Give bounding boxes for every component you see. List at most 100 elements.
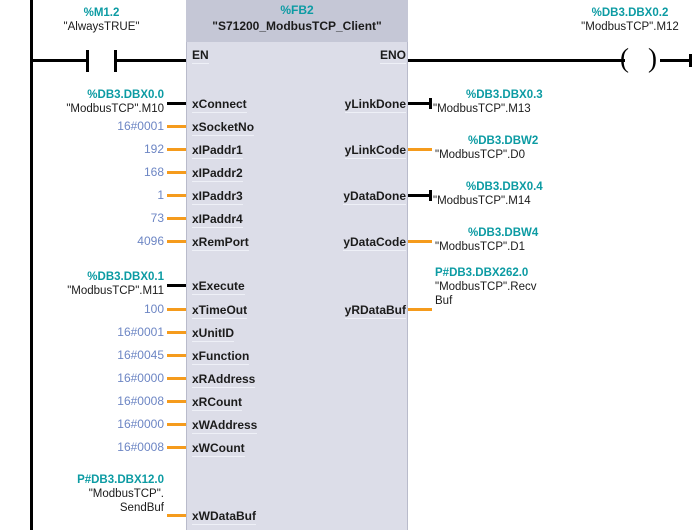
output-coil-left-paren[interactable]: ( bbox=[620, 43, 629, 73]
pin-en[interactable]: EN bbox=[192, 48, 209, 64]
pin-xwcount[interactable]: xWCount bbox=[192, 441, 245, 457]
wire-xipaddr2 bbox=[167, 171, 186, 174]
operand-xwcount[interactable]: 16#0008 bbox=[36, 440, 164, 454]
wire-yrdatabuf bbox=[408, 308, 432, 311]
operand-xexecute[interactable]: %DB3.DBX0.1 "ModbusTCP".M11 bbox=[36, 270, 164, 298]
wire-xremport bbox=[167, 240, 186, 243]
operand-ylinkcode[interactable]: %DB3.DBW2 "ModbusTCP".D0 bbox=[435, 134, 700, 162]
operand-ylinkdone-address: %DB3.DBX0.3 bbox=[466, 89, 543, 101]
operand-xconnect-symbol: "ModbusTCP".M10 bbox=[66, 103, 164, 115]
operand-yrdatabuf[interactable]: P#DB3.DBX262.0 "ModbusTCP".Recv Buf bbox=[435, 266, 700, 308]
operand-xwaddress[interactable]: 16#0000 bbox=[36, 417, 164, 431]
pin-xwdatabuf[interactable]: xWDataBuf bbox=[192, 509, 257, 525]
operand-xraddress-value: 16#0000 bbox=[117, 371, 164, 385]
operand-xtimeout[interactable]: 100 bbox=[36, 302, 164, 316]
operand-xipaddr4-value: 73 bbox=[150, 211, 164, 225]
operand-xwdatabuf-address: P#DB3.DBX12.0 bbox=[77, 474, 164, 486]
operand-xipaddr2[interactable]: 168 bbox=[36, 165, 164, 179]
pin-xfunction[interactable]: xFunction bbox=[192, 349, 250, 365]
pin-eno[interactable]: ENO bbox=[379, 48, 406, 64]
function-block-name: "S71200_ModbusTCP_Client" bbox=[212, 19, 382, 33]
wire-ydatadone bbox=[408, 194, 430, 197]
operand-xwdatabuf-symbol2: SendBuf bbox=[119, 502, 164, 514]
pin-xipaddr3[interactable]: xIPaddr3 bbox=[192, 189, 243, 205]
operand-ydatacode[interactable]: %DB3.DBW4 "ModbusTCP".D1 bbox=[435, 226, 700, 254]
pin-xwaddress[interactable]: xWAddress bbox=[192, 418, 258, 434]
wire-xwdatabuf bbox=[167, 514, 186, 517]
function-block-body[interactable] bbox=[186, 0, 408, 530]
pin-ylinkdone[interactable]: yLinkDone bbox=[344, 97, 406, 113]
operand-ylinkdone[interactable]: %DB3.DBX0.3 "ModbusTCP".M13 bbox=[433, 88, 698, 116]
operand-xrcount[interactable]: 16#0008 bbox=[36, 394, 164, 408]
pin-xraddress[interactable]: xRAddress bbox=[192, 372, 256, 388]
operand-xfunction[interactable]: 16#0045 bbox=[36, 348, 164, 362]
pin-xipaddr1[interactable]: xIPaddr1 bbox=[192, 143, 243, 159]
coil-address: %DB3.DBX0.2 bbox=[591, 7, 669, 19]
contact-bar-right bbox=[114, 50, 117, 72]
operand-xremport-value: 4096 bbox=[137, 234, 164, 248]
function-block-header[interactable]: %FB2 "S71200_ModbusTCP_Client" bbox=[186, 0, 408, 42]
pin-xtimeout[interactable]: xTimeOut bbox=[192, 303, 248, 319]
left-power-rail bbox=[30, 0, 33, 530]
normally-open-contact[interactable] bbox=[86, 50, 117, 72]
operand-ylinkcode-symbol: "ModbusTCP".D0 bbox=[435, 149, 525, 161]
operand-xunitid[interactable]: 16#0001 bbox=[36, 325, 164, 339]
contact-operand[interactable]: %M1.2 "AlwaysTRUE" bbox=[36, 6, 167, 34]
operand-xraddress[interactable]: 16#0000 bbox=[36, 371, 164, 385]
operand-xunitid-value: 16#0001 bbox=[117, 325, 164, 339]
coil-operand[interactable]: %DB3.DBX0.2 "ModbusTCP".M12 bbox=[560, 6, 700, 34]
pin-xsocketno[interactable]: xSocketNo bbox=[192, 120, 255, 136]
operand-xwdatabuf[interactable]: P#DB3.DBX12.0 "ModbusTCP". SendBuf bbox=[36, 473, 164, 515]
rung-wire-segment-3 bbox=[408, 59, 625, 62]
pin-xexecute[interactable]: xExecute bbox=[192, 279, 245, 295]
wire-xunitid bbox=[167, 331, 186, 334]
operand-xipaddr1-value: 192 bbox=[143, 142, 164, 156]
pin-xunitid[interactable]: xUnitID bbox=[192, 326, 234, 342]
pin-ydatacode[interactable]: yDataCode bbox=[343, 235, 406, 251]
wire-xraddress bbox=[167, 377, 186, 380]
operand-ydatadone[interactable]: %DB3.DBX0.4 "ModbusTCP".M14 bbox=[433, 180, 698, 208]
pin-xrcount[interactable]: xRCount bbox=[192, 395, 242, 411]
operand-ydatacode-address: %DB3.DBW4 bbox=[468, 227, 539, 239]
wire-xwaddress bbox=[167, 423, 186, 426]
operand-ydatadone-symbol: "ModbusTCP".M14 bbox=[433, 195, 531, 207]
pin-xconnect[interactable]: xConnect bbox=[192, 97, 247, 113]
operand-xremport[interactable]: 4096 bbox=[36, 234, 164, 248]
operand-xipaddr4[interactable]: 73 bbox=[36, 211, 164, 225]
operand-xwcount-value: 16#0008 bbox=[117, 440, 164, 454]
contact-symbol: "AlwaysTRUE" bbox=[63, 21, 140, 33]
rung-wire-segment-1 bbox=[30, 59, 86, 62]
operand-yrdatabuf-address: P#DB3.DBX262.0 bbox=[435, 267, 529, 279]
pin-xipaddr2[interactable]: xIPaddr2 bbox=[192, 166, 243, 182]
operand-xconnect[interactable]: %DB3.DBX0.0 "ModbusTCP".M10 bbox=[36, 88, 164, 116]
operand-xsocketno[interactable]: 16#0001 bbox=[36, 119, 164, 133]
operand-ylinkcode-address: %DB3.DBW2 bbox=[468, 135, 539, 147]
operand-ylinkdone-symbol: "ModbusTCP".M13 bbox=[433, 103, 531, 115]
operand-ydatadone-address: %DB3.DBX0.4 bbox=[466, 181, 543, 193]
operand-xipaddr1[interactable]: 192 bbox=[36, 142, 164, 156]
wire-xipaddr3 bbox=[167, 194, 186, 197]
function-block-number: %FB2 bbox=[280, 3, 314, 17]
wire-xfunction bbox=[167, 354, 186, 357]
operand-xexecute-symbol: "ModbusTCP".M11 bbox=[67, 285, 164, 297]
pin-xremport[interactable]: xRemPort bbox=[192, 235, 249, 251]
operand-xexecute-address: %DB3.DBX0.1 bbox=[87, 271, 164, 283]
output-coil-right-paren[interactable]: ) bbox=[648, 43, 657, 73]
wire-ylinkdone bbox=[408, 102, 430, 105]
wire-xconnect bbox=[167, 102, 186, 105]
rung-end-cap bbox=[689, 54, 692, 67]
pin-ylinkcode[interactable]: yLinkCode bbox=[344, 143, 406, 159]
pin-ydatadone[interactable]: yDataDone bbox=[343, 189, 406, 205]
rung-wire-segment-2 bbox=[117, 59, 188, 62]
pin-yrdatabuf[interactable]: yRDataBuf bbox=[344, 303, 406, 319]
wire-xipaddr1 bbox=[167, 148, 186, 151]
wire-xipaddr4 bbox=[167, 217, 186, 220]
operand-xwaddress-value: 16#0000 bbox=[117, 417, 164, 431]
pin-xipaddr4[interactable]: xIPaddr4 bbox=[192, 212, 243, 228]
wire-ydatacode bbox=[408, 240, 432, 243]
operand-yrdatabuf-symbol: "ModbusTCP".Recv bbox=[435, 281, 537, 293]
wire-xrcount bbox=[167, 400, 186, 403]
operand-xipaddr3[interactable]: 1 bbox=[36, 188, 164, 202]
wire-xsocketno bbox=[167, 125, 186, 128]
